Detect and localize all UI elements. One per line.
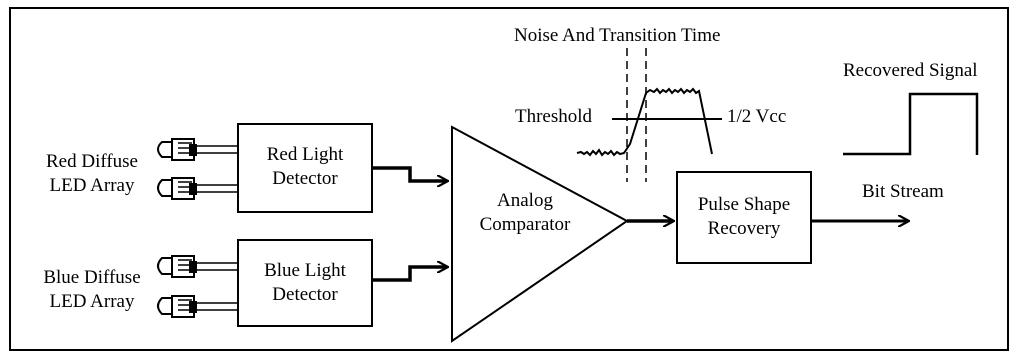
noise-transition-label: Noise And Transition Time <box>514 25 721 46</box>
red-led-array-line2: LED Array <box>49 174 135 196</box>
recovered-signal-waveform <box>843 92 979 156</box>
outer-frame <box>9 7 1009 351</box>
red-to-comparator-arrow <box>372 166 447 181</box>
pulse-shape-box <box>676 171 812 264</box>
comparator-line2: Comparator <box>479 213 571 235</box>
comparator-label: Analog Comparator <box>460 189 590 237</box>
red-detector-line2: Detector <box>272 167 338 189</box>
blue-detector-line2: Detector <box>272 283 338 305</box>
blue-detector-line1: Blue Light <box>264 260 346 281</box>
bit-stream-label: Bit Stream <box>862 181 944 202</box>
red-detector-label: Red Light Detector <box>238 143 372 191</box>
noisy-waveform <box>576 87 713 157</box>
red-led-array-label: Red Diffuse LED Array <box>22 150 162 198</box>
blue-led-array-line2: LED Array <box>49 290 135 312</box>
recovered-signal-label: Recovered Signal <box>843 60 978 81</box>
red-led-icon-1 <box>157 138 238 161</box>
comparator-line1: Analog <box>497 190 553 211</box>
blue-detector-label: Blue Light Detector <box>238 259 372 307</box>
blue-led-array-label: Blue Diffuse LED Array <box>22 266 162 314</box>
blue-led-icon-2 <box>157 295 238 318</box>
comparator-triangle <box>451 125 629 343</box>
pulse-shape-label: Pulse Shape Recovery <box>677 193 811 241</box>
pulse-shape-line1: Pulse Shape <box>697 194 791 215</box>
threshold-label: Threshold <box>515 106 593 127</box>
blue-led-array-line1: Blue Diffuse <box>43 267 141 288</box>
red-led-icon-2 <box>157 177 238 200</box>
blue-detector-box <box>237 239 373 327</box>
red-detector-line1: Red Light <box>266 144 344 165</box>
blue-to-comparator-arrow <box>372 267 447 282</box>
pulse-shape-line2: Recovery <box>707 217 781 239</box>
blue-led-icon-1 <box>157 255 238 278</box>
red-led-array-line1: Red Diffuse <box>46 151 138 172</box>
half-vcc-label: 1/2 Vcc <box>727 106 787 127</box>
